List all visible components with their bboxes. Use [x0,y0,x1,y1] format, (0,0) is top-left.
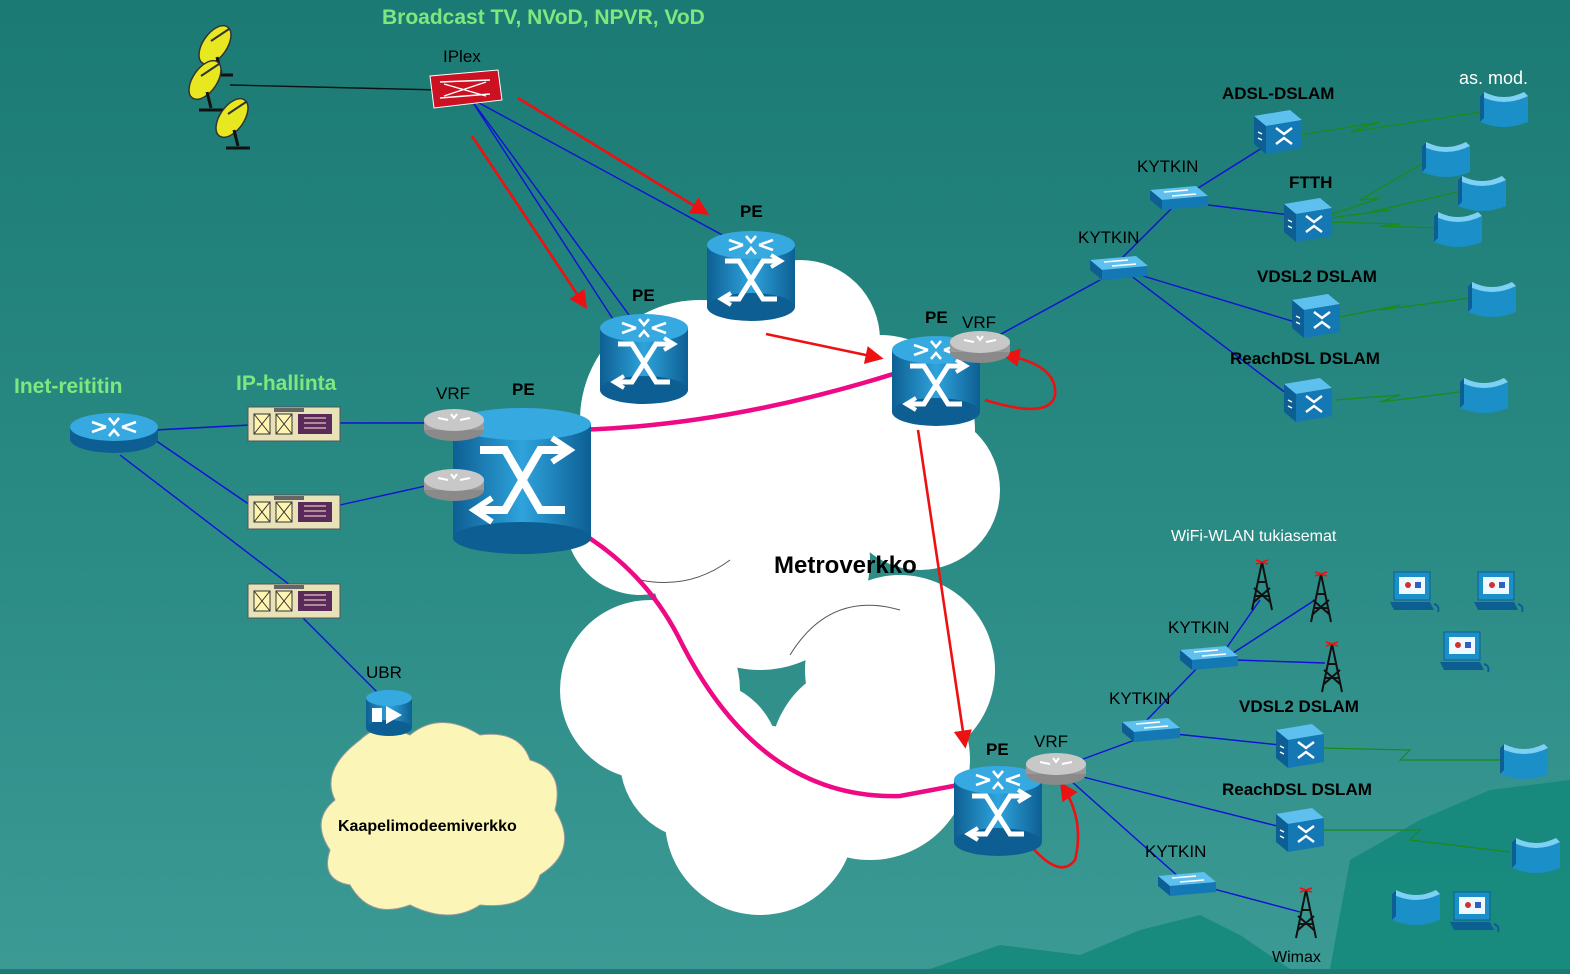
vrf-router-icon[interactable] [423,468,485,502]
vrf-label: VRF [1034,732,1068,751]
modem-icon[interactable] [1512,838,1560,873]
computer-icon[interactable] [1389,571,1440,613]
switch-label: KYTKIN [1109,689,1171,708]
vdsl2-dslam-label: VDSL2 DSLAM [1257,267,1377,286]
cable-modem-cloud-icon [320,722,566,916]
dslam-icon[interactable] [1274,722,1326,770]
modem-icon[interactable] [1468,282,1516,317]
switch-icon[interactable] [1179,645,1239,671]
inet-router-label: Inet-reititin [14,375,123,398]
computer-icon[interactable] [1439,631,1490,673]
iplex-label: IPlex [443,47,481,66]
pe-router-icon[interactable] [600,314,688,404]
radio-tower-icon[interactable] [1295,887,1317,939]
switch-icon[interactable] [1157,871,1217,897]
switch-icon[interactable] [1089,255,1149,281]
dslam-icon[interactable] [1282,196,1334,244]
pe-label: PE [632,286,655,305]
radio-tower-icon[interactable] [1310,571,1332,623]
reachdsl-dslam-label: ReachDSL DSLAM [1222,780,1372,799]
modem-icon[interactable] [1460,378,1508,413]
customer-modem-label: as. mod. [1459,68,1529,88]
background-mountains [930,780,1570,969]
vrf-router-icon[interactable] [1025,752,1087,786]
dslam-icon[interactable] [1274,806,1326,854]
cable-modem-network-label: Kaapelimodeemiverkko [338,818,517,835]
dslam-icon[interactable] [1252,108,1304,156]
wifi-stations-label: WiFi-WLAN tukiasemat [1171,528,1337,545]
server-rack-icon[interactable] [247,583,341,619]
pe-label: PE [986,740,1009,759]
inet-router-icon[interactable] [68,411,160,455]
modem-icon[interactable] [1458,176,1506,211]
dsl-lines [1299,111,1511,853]
switch-icon[interactable] [1149,185,1209,211]
metro-cloud-icon [560,260,1000,915]
switch-label: KYTKIN [1145,842,1207,861]
pe-label: PE [925,308,948,327]
vdsl2-dslam-label: VDSL2 DSLAM [1239,697,1359,716]
switch-label: KYTKIN [1168,618,1230,637]
ftth-label: FTTH [1289,173,1333,192]
metro-network-label: Metroverkko [774,552,917,579]
pe-router-icon[interactable] [707,231,795,321]
computer-icon[interactable] [1473,571,1524,613]
modem-icon[interactable] [1480,92,1528,127]
vrf-label: VRF [436,384,470,403]
switch-label: KYTKIN [1137,157,1199,176]
vrf-label: VRF [962,313,996,332]
pe-label: PE [740,202,763,221]
modem-icon[interactable] [1392,890,1440,925]
cable-router-icon[interactable] [366,690,412,736]
server-rack-icon[interactable] [247,406,341,442]
multicast-arrows [470,96,1080,869]
radio-tower-icon[interactable] [1251,559,1273,611]
reachdsl-dslam-label: ReachDSL DSLAM [1230,349,1380,368]
services-title: Broadcast TV, NVoD, NPVR, VoD [382,6,705,29]
modem-icon[interactable] [1434,212,1482,247]
vrf-router-icon[interactable] [423,408,485,442]
adsl-dslam-label: ADSL-DSLAM [1222,84,1335,103]
satellite-dish-icon [181,18,256,150]
switch-icon[interactable] [1121,717,1181,743]
modem-icon[interactable] [1422,142,1470,177]
iplex-device-icon[interactable] [429,69,503,109]
vrf-router-icon[interactable] [949,330,1011,364]
ip-management-label: IP-hallinta [236,372,337,395]
pe-label: PE [512,380,535,399]
dslam-icon[interactable] [1282,376,1334,424]
wimax-label: Wimax [1272,949,1321,966]
pe-router-icon[interactable] [954,766,1042,856]
server-rack-icon[interactable] [247,494,341,530]
modem-icon[interactable] [1500,744,1548,779]
ubr-label: UBR [366,663,402,682]
switch-label: KYTKIN [1078,228,1140,247]
radio-tower-icon[interactable] [1321,641,1343,693]
dslam-icon[interactable] [1290,292,1342,340]
network-links [119,84,1326,913]
